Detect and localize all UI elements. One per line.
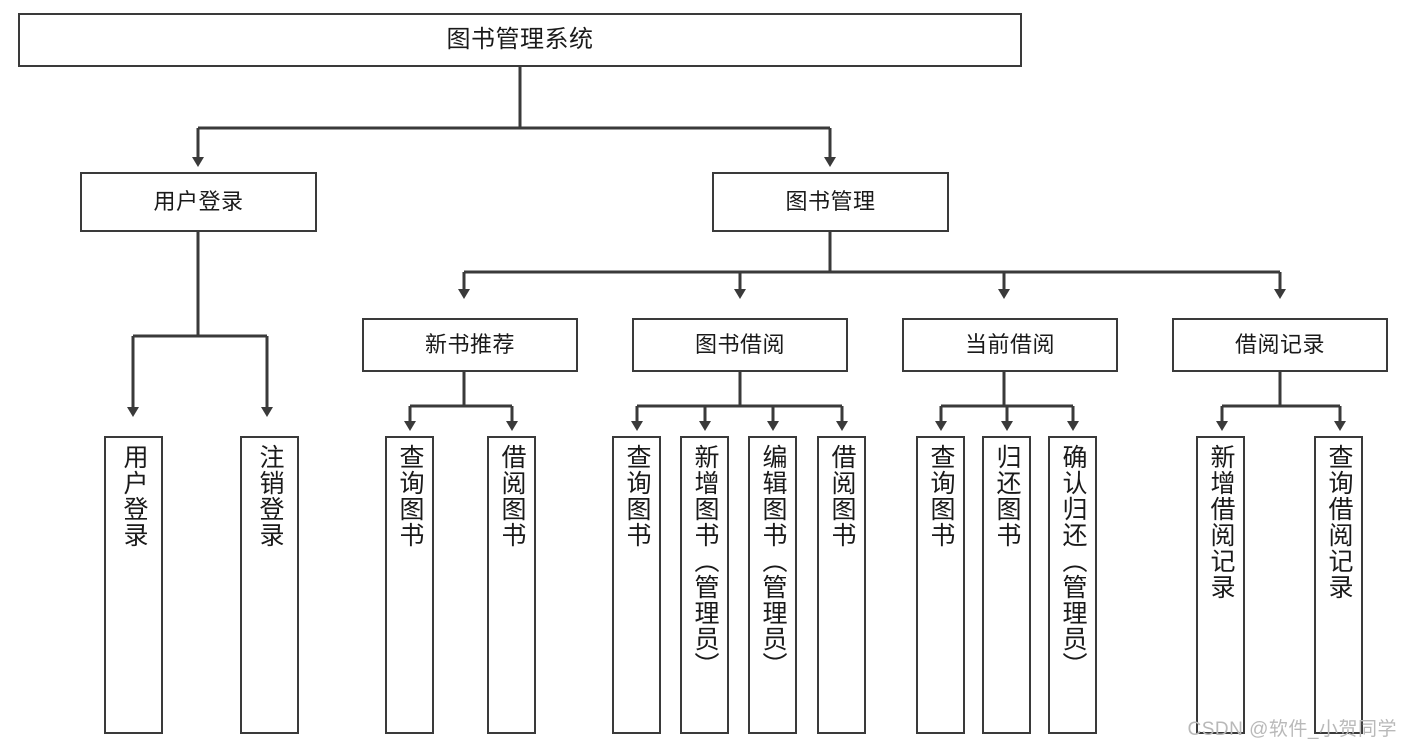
leaf-book-borrow-4[interactable]: 借阅图书 [817,436,866,734]
node-new-book-recommend-label: 新书推荐 [424,331,515,357]
leaf-user-login-1-label: 用户登录 [120,444,148,548]
leaf-current-borrow-1-label: 查询图书 [927,444,955,548]
leaf-book-borrow-4-label: 借阅图书 [828,444,856,548]
leaf-borrow-record-1[interactable]: 新增借阅记录 [1196,436,1245,734]
leaf-book-borrow-2[interactable]: 新增图书（管理员） [680,436,729,734]
node-user-login-label: 用户登录 [153,188,244,214]
leaf-borrow-record-2[interactable]: 查询借阅记录 [1314,436,1363,734]
node-book-management-label: 图书管理 [785,188,876,214]
node-borrow-record[interactable]: 借阅记录 [1172,318,1388,372]
leaf-book-borrow-1-label: 查询图书 [623,444,651,548]
node-current-borrow-label: 当前借阅 [964,331,1055,357]
node-current-borrow[interactable]: 当前借阅 [902,318,1118,372]
leaf-user-login-2-label: 注销登录 [256,444,284,548]
leaf-user-login-2[interactable]: 注销登录 [240,436,299,734]
node-book-borrow-label: 图书借阅 [694,331,785,357]
leaf-book-borrow-3[interactable]: 编辑图书（管理员） [748,436,797,734]
leaf-borrow-record-1-label: 新增借阅记录 [1207,444,1235,600]
leaf-current-borrow-3[interactable]: 确认归还（管理员） [1048,436,1097,734]
node-root-system[interactable]: 图书管理系统 [18,13,1022,67]
leaf-book-borrow-2-label: 新增图书（管理员） [691,444,719,678]
leaf-current-borrow-2-label: 归还图书 [993,444,1021,548]
leaf-book-borrow-1[interactable]: 查询图书 [612,436,661,734]
leaf-new-book-1[interactable]: 查询图书 [385,436,434,734]
leaf-book-borrow-3-label: 编辑图书（管理员） [759,444,787,678]
node-root-system-label: 图书管理系统 [446,25,594,53]
node-book-borrow[interactable]: 图书借阅 [632,318,848,372]
node-borrow-record-label: 借阅记录 [1234,331,1325,357]
leaf-new-book-2[interactable]: 借阅图书 [487,436,536,734]
leaf-current-borrow-3-label: 确认归还（管理员） [1059,444,1087,678]
node-book-management[interactable]: 图书管理 [712,172,949,232]
node-user-login[interactable]: 用户登录 [80,172,317,232]
leaf-new-book-1-label: 查询图书 [396,444,424,548]
leaf-new-book-2-label: 借阅图书 [498,444,526,548]
node-new-book-recommend[interactable]: 新书推荐 [362,318,578,372]
leaf-current-borrow-1[interactable]: 查询图书 [916,436,965,734]
leaf-user-login-1[interactable]: 用户登录 [104,436,163,734]
leaf-current-borrow-2[interactable]: 归还图书 [982,436,1031,734]
watermark-text: CSDN @软件_小贺同学 [1187,719,1397,740]
leaf-borrow-record-2-label: 查询借阅记录 [1325,444,1353,600]
